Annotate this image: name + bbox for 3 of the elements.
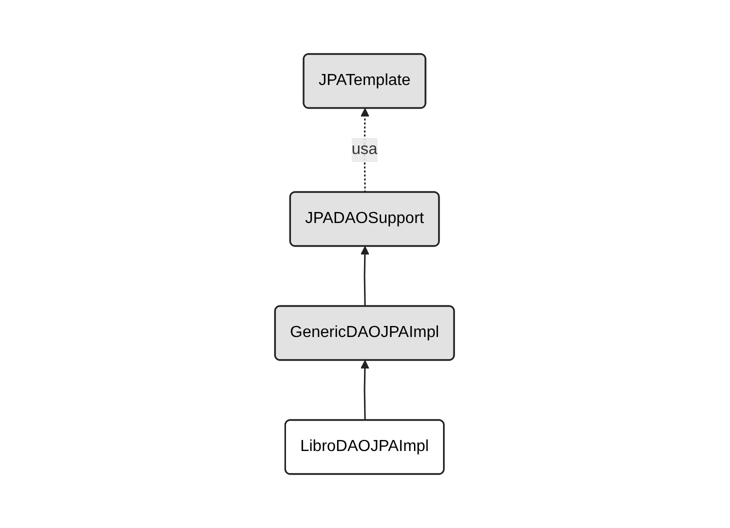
arrow <box>360 246 370 307</box>
edge-label: usa <box>352 141 378 158</box>
arrow <box>360 360 370 421</box>
